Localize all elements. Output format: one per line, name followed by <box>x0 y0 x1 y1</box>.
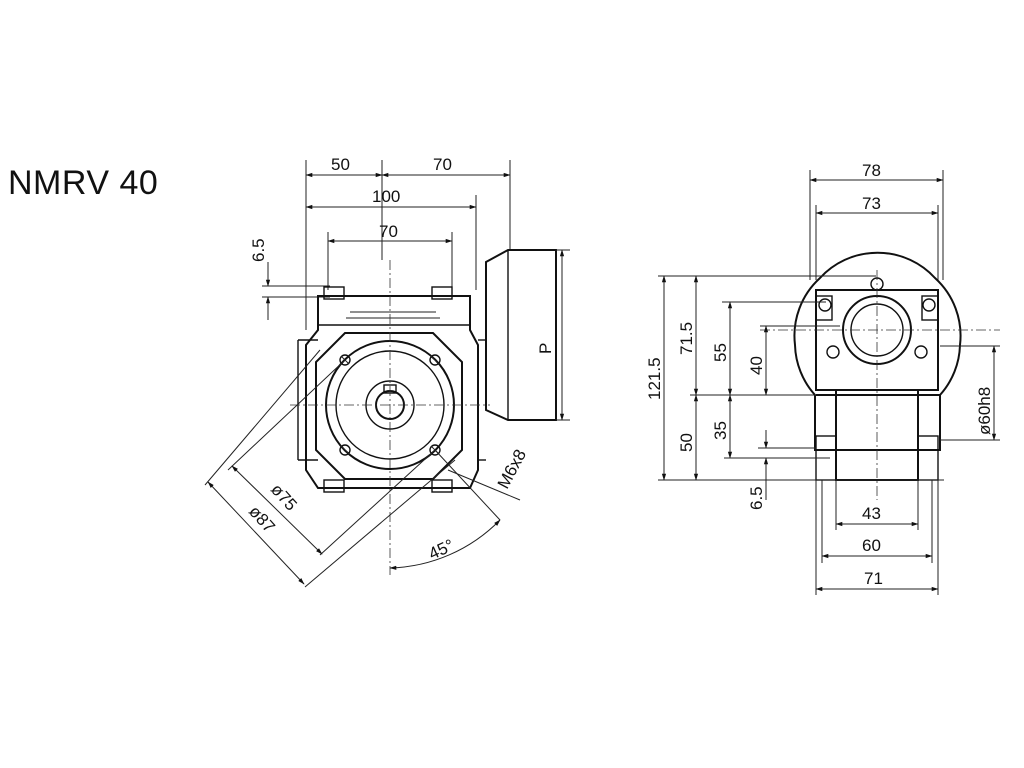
dim-6-5-side-label: 6.5 <box>747 486 766 510</box>
dim-m6x8-label: M6x8 <box>494 446 530 492</box>
drawing-title: NMRV 40 <box>8 164 159 202</box>
dim-side-vertical: 121.5 71.5 55 40 50 35 6.5 <box>645 275 876 510</box>
dim-55-label: 55 <box>711 343 730 362</box>
dim-70-inner: 70 <box>327 222 453 290</box>
dim-40-label: 40 <box>747 356 766 375</box>
gearbox-housing-side <box>760 251 1000 500</box>
dim-121-5-label: 121.5 <box>645 357 664 400</box>
dim-p-label: P <box>536 343 555 354</box>
dim-100-label: 100 <box>372 187 400 206</box>
dim-78-73: 78 73 <box>809 161 944 280</box>
dim-dia60h8-label: ø60h8 <box>975 387 994 435</box>
gearbox-housing-front <box>297 286 486 493</box>
dim-top-chain: 50 70 <box>305 155 511 330</box>
front-view: 50 70 100 70 6.5 <box>204 155 570 588</box>
dim-70-top-label: 70 <box>433 155 452 174</box>
output-flange-face <box>290 260 490 575</box>
dim-71-label: 71 <box>864 569 883 588</box>
motor-flange: P <box>485 249 570 421</box>
dim-100: 100 <box>305 187 477 290</box>
dim-side-bottom: 43 60 71 <box>815 480 939 595</box>
dim-45-label: 45° <box>426 536 457 564</box>
dim-shaft-dia: ø60h8 <box>940 345 1000 441</box>
dim-73-label: 73 <box>862 194 881 213</box>
dim-6-5-front-label: 6.5 <box>249 238 268 262</box>
dim-dia75-label: ø75 <box>267 480 301 514</box>
dim-35-label: 35 <box>711 421 730 440</box>
dim-60-label: 60 <box>862 536 881 555</box>
dim-71-5-label: 71.5 <box>677 322 696 355</box>
dim-43-label: 43 <box>862 504 881 523</box>
dim-70-inner-label: 70 <box>379 222 398 241</box>
side-view: 78 73 <box>645 161 1000 595</box>
dim-50-label: 50 <box>331 155 350 174</box>
dim-78-label: 78 <box>862 161 881 180</box>
dim-50-side-label: 50 <box>677 433 696 452</box>
